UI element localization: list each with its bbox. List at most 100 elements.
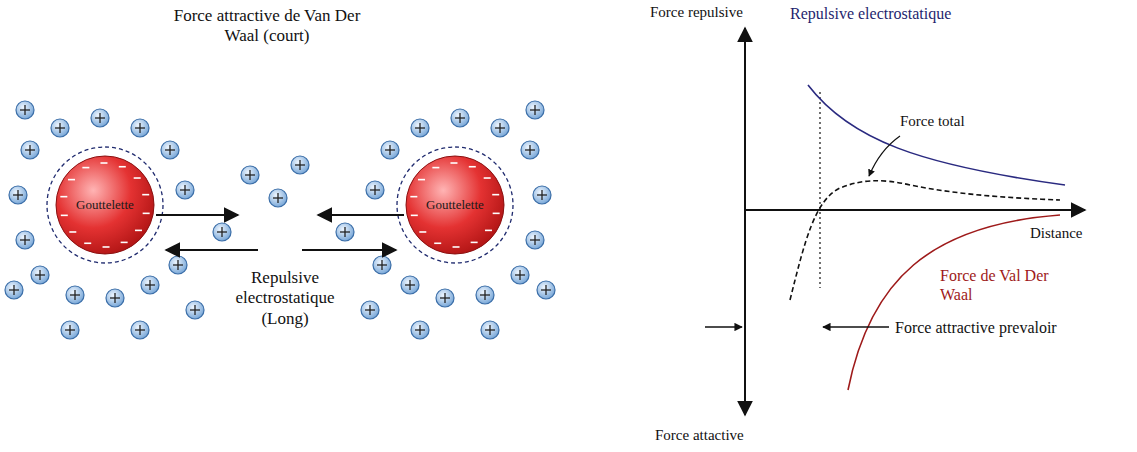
ion-circle xyxy=(411,119,429,137)
positive-ion xyxy=(269,189,287,207)
ion-circle xyxy=(161,141,179,159)
plus-bar xyxy=(149,280,150,290)
positive-ion xyxy=(533,186,551,204)
ion-group xyxy=(5,101,555,339)
positive-ion xyxy=(161,141,179,159)
positive-ion xyxy=(241,166,259,184)
ion-circle xyxy=(241,166,259,184)
positive-ion xyxy=(451,109,469,127)
plus-bar xyxy=(59,123,60,133)
plus-bar xyxy=(389,145,390,155)
axis-label: Distance xyxy=(1030,224,1130,242)
plus-bar xyxy=(249,170,250,180)
positive-ion xyxy=(169,256,187,274)
ion-circle xyxy=(476,286,494,304)
negative-charge xyxy=(68,179,75,181)
positive-ion xyxy=(61,321,79,339)
negative-charge xyxy=(100,162,107,164)
negative-charge xyxy=(135,230,142,232)
droplet-label: Gouttelette xyxy=(405,155,505,255)
ion-circle xyxy=(186,301,204,319)
ion-circle xyxy=(361,301,379,319)
plus-bar xyxy=(139,325,140,335)
dotted-line xyxy=(819,92,820,288)
negative-charge xyxy=(119,166,126,168)
plus-bar xyxy=(499,123,500,133)
ion-circle xyxy=(511,266,529,284)
ion-circle xyxy=(176,181,194,199)
positive-ion xyxy=(21,141,39,159)
force-arrow xyxy=(318,214,404,216)
plus-bar xyxy=(13,285,14,295)
plus-bar xyxy=(519,270,520,280)
axis-label: Force attactive xyxy=(655,426,825,444)
ion-circle xyxy=(411,321,429,339)
plus-bar xyxy=(29,145,30,155)
ion-circle xyxy=(401,276,419,294)
positive-ion xyxy=(476,286,494,304)
plus-bar xyxy=(374,185,375,195)
plus-bar xyxy=(299,160,300,170)
ion-circle xyxy=(131,119,149,137)
plus-bar xyxy=(24,235,25,245)
plus-bar xyxy=(177,260,178,270)
ion-circle xyxy=(31,266,49,284)
plus-bar xyxy=(534,235,535,245)
force-label: Force attractive de Van Der Waal (court) xyxy=(172,6,362,47)
negative-charge xyxy=(418,179,425,181)
plus-bar xyxy=(369,305,370,315)
leader-line xyxy=(869,136,900,176)
ion-circle xyxy=(451,109,469,127)
plus-bar xyxy=(69,325,70,335)
positive-ion xyxy=(526,101,544,119)
ion-circle xyxy=(366,181,384,199)
plus-bar xyxy=(529,145,530,155)
ion-circle xyxy=(106,289,124,307)
negative-charge xyxy=(469,166,476,168)
droplet-node: Gouttelette xyxy=(405,155,505,255)
negative-charge xyxy=(60,196,67,198)
ion-circle xyxy=(537,281,555,299)
ion-circle xyxy=(131,321,149,339)
negative-charge xyxy=(143,213,150,215)
negative-charge xyxy=(434,242,441,244)
plus-bar xyxy=(74,290,75,300)
positive-ion xyxy=(131,119,149,137)
annotation: Force attractive prevaloir xyxy=(895,318,1130,337)
positive-ion xyxy=(511,266,529,284)
plus-bar xyxy=(39,270,40,280)
curve-label: Force de Val Der Waal xyxy=(940,266,1052,304)
plus-bar xyxy=(169,145,170,155)
positive-ion xyxy=(16,101,34,119)
negative-charge xyxy=(410,196,417,198)
positive-ion xyxy=(537,281,555,299)
ion-circle xyxy=(521,141,539,159)
ion-circle xyxy=(61,321,79,339)
negative-charge xyxy=(471,242,478,244)
positive-ion xyxy=(481,321,499,339)
ion-circle xyxy=(5,281,23,299)
negative-charge xyxy=(484,177,491,179)
ion-circle xyxy=(16,101,34,119)
negative-charge xyxy=(419,231,426,233)
force-arrow xyxy=(166,249,258,251)
negative-charge xyxy=(453,246,460,248)
ion-circle xyxy=(141,276,159,294)
positive-ion xyxy=(66,286,84,304)
plus-bar xyxy=(419,123,420,133)
ion-circle xyxy=(436,289,454,307)
plus-bar xyxy=(419,325,420,335)
positive-ion xyxy=(176,181,194,199)
negative-charge xyxy=(493,213,500,215)
negative-charge xyxy=(61,215,68,217)
negative-charge xyxy=(134,177,141,179)
ion-circle xyxy=(169,256,187,274)
positive-ion xyxy=(336,223,354,241)
plus-bar xyxy=(541,190,542,200)
force-arrows xyxy=(156,215,404,250)
plus-bar xyxy=(459,113,460,123)
droplet-node: Gouttelette xyxy=(55,155,155,255)
positive-ion xyxy=(141,276,159,294)
double-layer-outline xyxy=(47,147,513,263)
